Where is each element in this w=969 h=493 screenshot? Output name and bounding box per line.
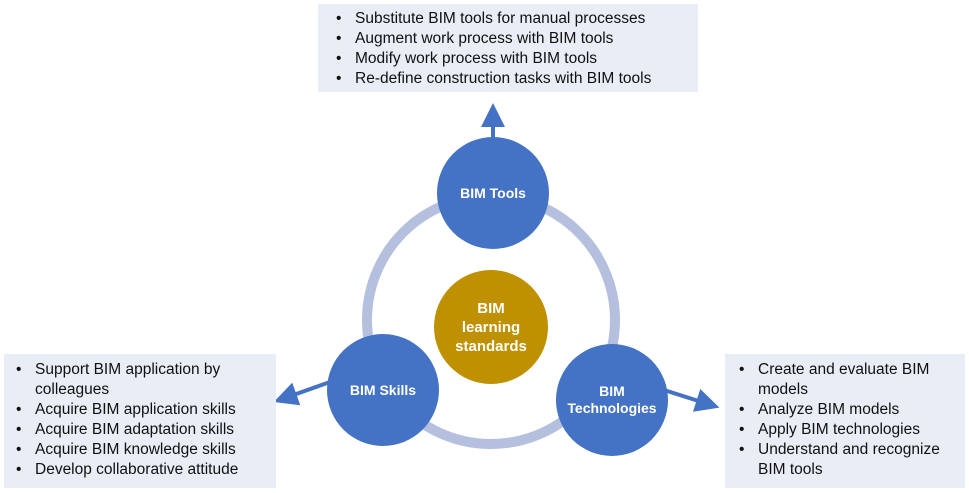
bim-technologies-label-line2: Technologies (567, 400, 657, 416)
tools-description-box: Substitute BIM tools for manual processe… (318, 4, 698, 92)
list-item: Re-define construction tasks with BIM to… (328, 69, 692, 89)
bim-skills-label: BIM Skills (349, 381, 417, 398)
list-item: Substitute BIM tools for manual processe… (328, 9, 692, 29)
list-item: Acquire BIM knowledge skills (8, 440, 272, 460)
bim-technologies-node: BIM Technologies (556, 344, 668, 456)
center-label-line2: learning (461, 318, 521, 336)
arrow-to-skills-box (273, 380, 331, 406)
bim-learning-standards-node: BIM learning standards (434, 270, 548, 384)
bim-skills-node: BIM Skills (327, 334, 439, 446)
bim-technologies-label: BIM Technologies (567, 383, 656, 417)
bim-tools-label: BIM Tools (460, 184, 526, 201)
list-item: Modify work process with BIM tools (328, 49, 692, 69)
list-item: Acquire BIM adaptation skills (8, 420, 272, 440)
list-item: Analyze BIM models (731, 400, 961, 420)
list-item: Acquire BIM application skills (8, 400, 272, 420)
center-label-line1: BIM (477, 299, 505, 317)
list-item: Understand and recognize BIM tools (731, 440, 961, 480)
list-item: Apply BIM technologies (731, 420, 961, 440)
technologies-description-box: Create and evaluate BIM models Analyze B… (725, 354, 965, 488)
skills-description-box: Support BIM application by colleagues Ac… (4, 354, 276, 488)
bim-tools-node: BIM Tools (437, 137, 549, 249)
arrow-to-tech-box (663, 388, 720, 412)
list-item: Develop collaborative attitude (8, 460, 272, 480)
list-item: Augment work process with BIM tools (328, 29, 692, 49)
list-item: Support BIM application by colleagues (8, 360, 272, 400)
list-item: Create and evaluate BIM models (731, 360, 961, 400)
bim-learning-standards-label: BIM learning standards (455, 299, 527, 356)
bim-technologies-label-line1: BIM (599, 383, 625, 399)
center-label-line3: standards (455, 337, 527, 355)
